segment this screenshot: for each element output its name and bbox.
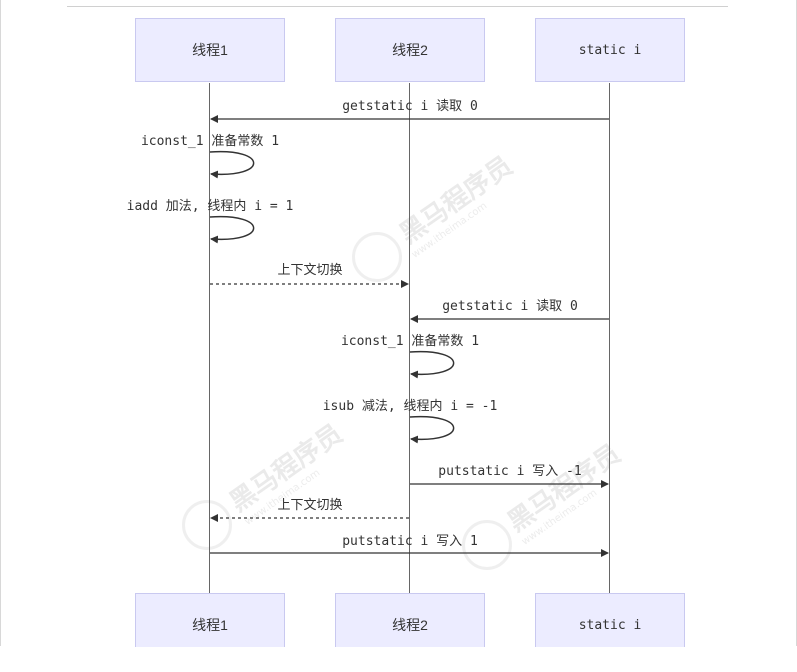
self-loop-arrow-6 [409, 350, 455, 379]
self-loop-arrow-3 [209, 215, 255, 244]
message-label-1: getstatic i 读取 0 [342, 99, 478, 114]
page-bottom-margin [0, 647, 797, 672]
actor-static-i-bottom: static i [535, 593, 685, 657]
actor-thread2-bottom: 线程2 [335, 593, 485, 657]
top-divider [67, 6, 728, 7]
actor-thread1-bottom: 线程1 [135, 593, 285, 657]
message-label-5: getstatic i 读取 0 [442, 299, 578, 314]
message-label-3: iadd 加法, 线程内 i = 1 [126, 199, 294, 214]
self-loop-arrow-7 [409, 415, 455, 444]
actor-label: 线程1 [192, 42, 228, 58]
lifeline-thread2 [409, 83, 410, 594]
message-label-6: iconst_1 准备常数 1 [340, 334, 480, 349]
actor-thread1-top: 线程1 [135, 18, 285, 82]
actor-label: static i [578, 617, 642, 633]
actor-label: static i [578, 42, 642, 58]
actor-thread2-top: 线程2 [335, 18, 485, 82]
actor-label: 线程2 [392, 42, 428, 58]
lifeline-thread1 [209, 83, 210, 594]
message-label-10: putstatic i 写入 1 [342, 534, 478, 549]
self-loop-arrow-2 [209, 150, 255, 179]
lifeline-static-i [609, 83, 610, 594]
message-label-9: 上下文切换 [277, 498, 343, 513]
message-label-2: iconst_1 准备常数 1 [140, 134, 280, 149]
message-label-4: 上下文切换 [277, 263, 343, 278]
actor-label: 线程2 [392, 617, 428, 633]
actor-static-i-top: static i [535, 18, 685, 82]
message-label-8: putstatic i 写入 -1 [438, 464, 582, 479]
message-label-7: isub 减法, 线程内 i = -1 [322, 399, 498, 414]
actor-label: 线程1 [192, 617, 228, 633]
